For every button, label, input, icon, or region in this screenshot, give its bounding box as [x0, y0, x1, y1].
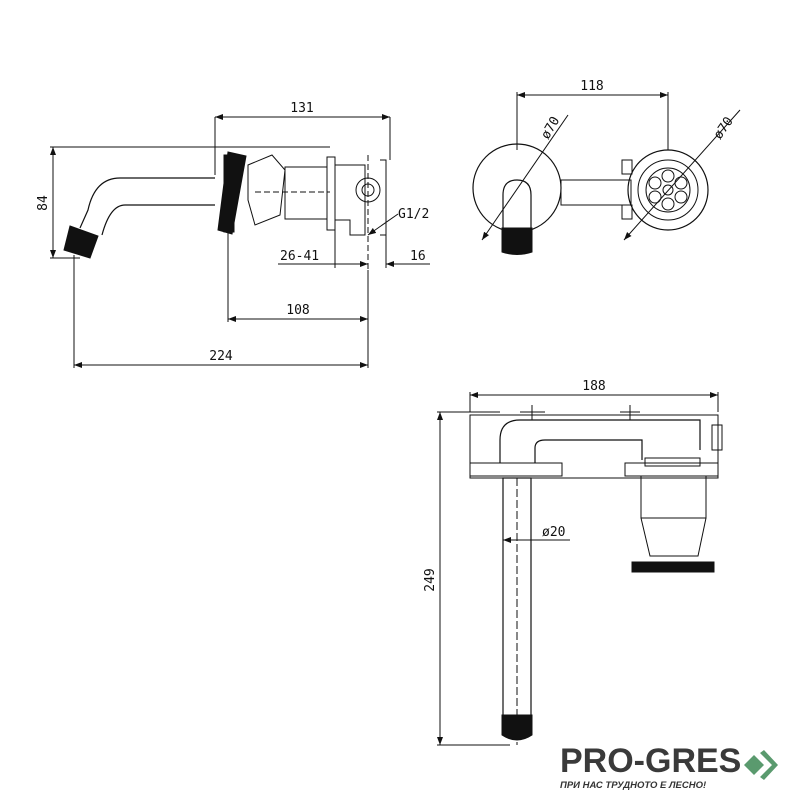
- box: [335, 164, 366, 236]
- spout-top: [79, 177, 215, 229]
- dim-g12: G1/2: [398, 207, 429, 222]
- logo-tagline: ПРИ НАС ТРУДНОТО Е ЛЕСНО!: [560, 780, 707, 791]
- dim-dia70-left: ø70: [538, 114, 563, 142]
- brand-logo: PRO-GRES ПРИ НАС ТРУДНОТО Е ЛЕСНО!: [560, 744, 800, 791]
- dim-16: 16: [410, 249, 426, 264]
- front-view: 118 ø70 ø70: [472, 79, 741, 255]
- valve-body: [284, 166, 328, 220]
- aerator: [63, 225, 99, 259]
- logo-name: PRO-GRES: [560, 742, 742, 780]
- chevron-logo-icon: [744, 750, 778, 780]
- dim-26-41: 26-41: [280, 249, 319, 264]
- dim-118: 118: [580, 79, 603, 94]
- dim-108: 108: [286, 303, 309, 318]
- dim-224: 224: [209, 349, 233, 364]
- spout-bottom: [101, 204, 215, 236]
- dim-dia20: ø20: [542, 525, 565, 540]
- dim-84: 84: [36, 195, 51, 211]
- handle-body: [247, 154, 286, 226]
- handle-base: [223, 154, 235, 233]
- flange: [326, 156, 336, 231]
- dim-188: 188: [582, 379, 605, 394]
- side-view: 131 84 G1/2 26-41 16 108 224: [36, 101, 430, 368]
- dim-249: 249: [423, 568, 438, 591]
- plan-view: 188 ø20 249: [423, 379, 723, 746]
- dim-131: 131: [290, 101, 313, 116]
